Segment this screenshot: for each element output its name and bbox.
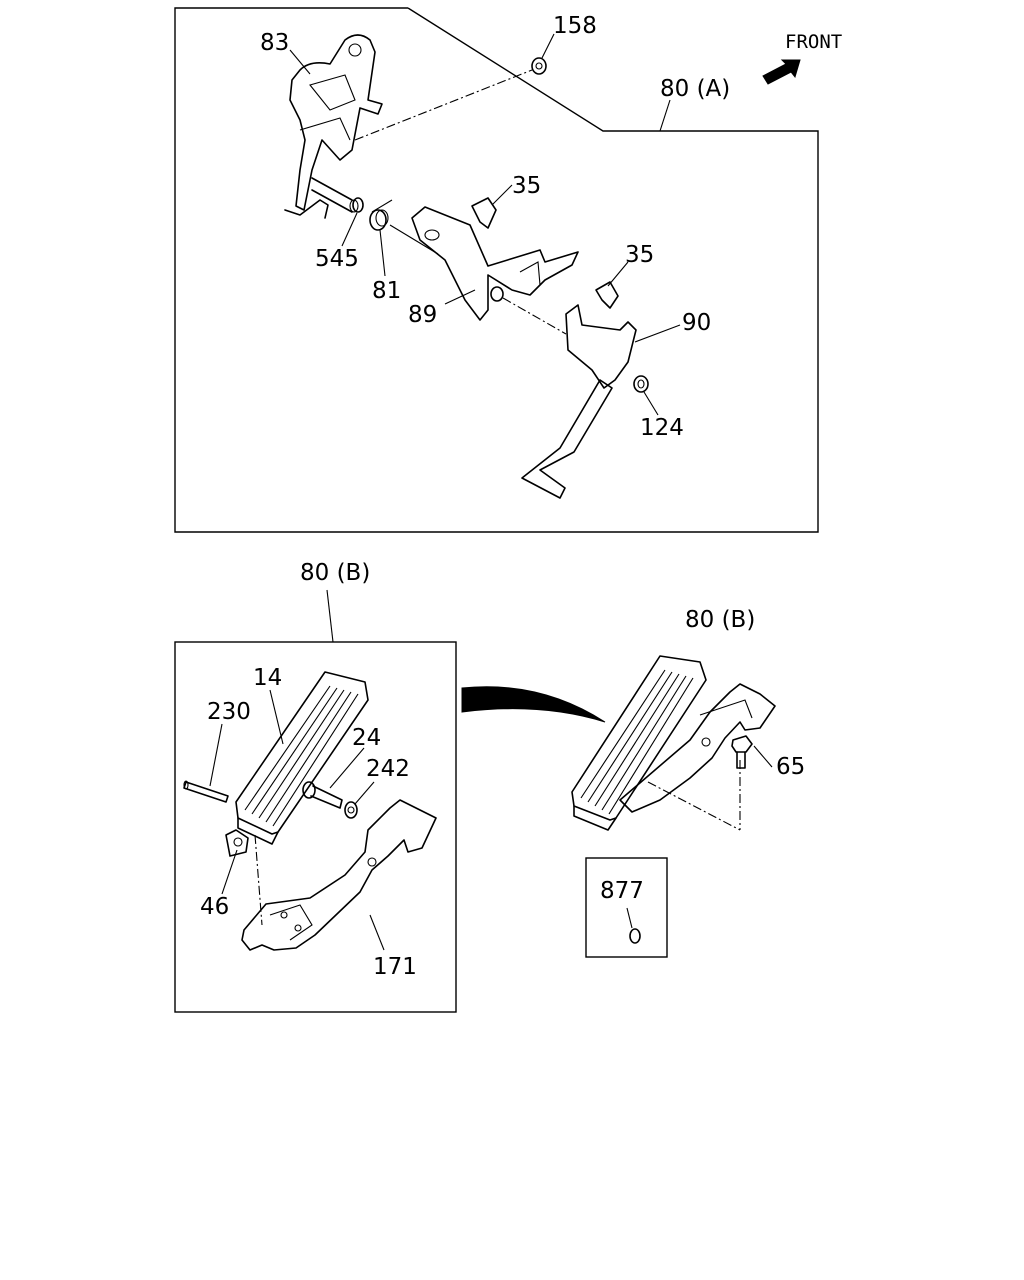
leader-lines-80b	[209, 689, 385, 951]
part-24-screw	[302, 781, 343, 809]
callout-24: 24	[352, 725, 381, 751]
callout-14: 14	[253, 665, 282, 691]
part-242-nut	[344, 801, 358, 819]
part-35-clip-lower	[595, 281, 619, 309]
callout-80a: 80 (A)	[660, 76, 730, 102]
front-label: FRONT	[785, 31, 842, 53]
part-14-pedal-pad	[235, 671, 369, 845]
part-158-nut	[531, 57, 547, 75]
part-124-bushing	[633, 375, 649, 393]
front-arrow-icon	[762, 59, 801, 85]
callout-35-lower: 35	[625, 242, 654, 268]
leader-lines-80a	[289, 33, 681, 416]
part-83-bracket	[284, 34, 383, 219]
callout-80b-right: 80 (B)	[685, 607, 755, 633]
part-171-arm-bracket	[241, 799, 437, 951]
part-230-pin	[183, 780, 229, 803]
part-35-clip-upper	[471, 197, 497, 229]
callout-877: 877	[600, 878, 644, 904]
callout-83: 83	[260, 30, 289, 56]
part-545-washer	[352, 197, 364, 213]
part-81-spring	[369, 199, 393, 231]
callout-65: 65	[776, 754, 805, 780]
assembly-80a-frame	[174, 7, 819, 533]
callout-124: 124	[640, 415, 684, 441]
callout-89: 89	[408, 302, 437, 328]
part-877-grommet	[629, 928, 641, 944]
callout-158: 158	[553, 13, 597, 39]
part-877-box	[585, 857, 668, 958]
callout-171: 171	[373, 954, 417, 980]
callout-230: 230	[207, 699, 251, 725]
part-46-clip	[225, 829, 249, 857]
assembly-pointer-arrow	[461, 686, 606, 723]
callout-46: 46	[200, 894, 229, 920]
callout-545: 545	[315, 246, 359, 272]
part-90-pedal-arm	[490, 286, 637, 499]
callout-80b-top: 80 (B)	[300, 560, 370, 586]
assembled-pedal-view	[571, 655, 776, 831]
callout-242: 242	[366, 756, 410, 782]
assembly-80b-frame	[174, 641, 457, 1013]
callout-81: 81	[372, 278, 401, 304]
callout-90: 90	[682, 310, 711, 336]
callout-35-upper: 35	[512, 173, 541, 199]
part-89-lever	[411, 206, 579, 321]
part-65-bolt	[731, 735, 753, 769]
